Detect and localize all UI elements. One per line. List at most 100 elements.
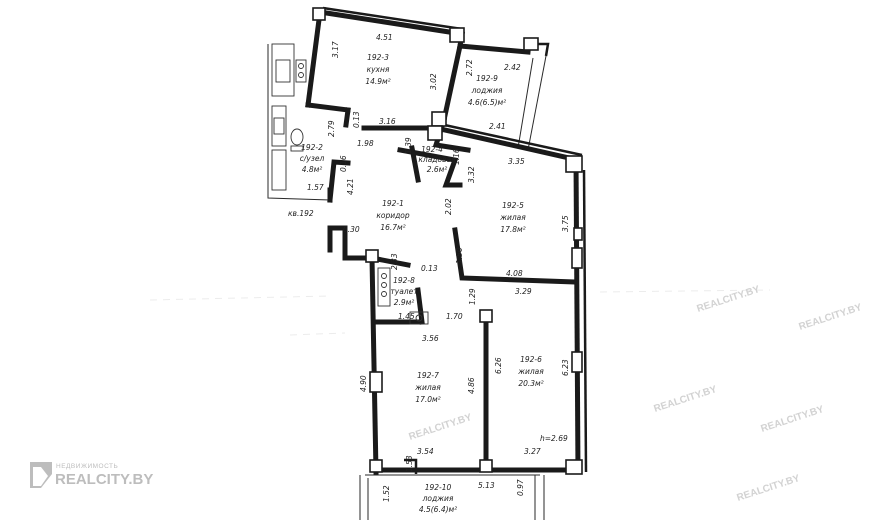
dimension-label: 1.16: [452, 148, 461, 165]
room-192-10: 192-10 лоджия 4.5(6.4)м²: [419, 483, 457, 514]
dimension-label: 1.39: [404, 137, 413, 154]
dimension-label: 3.75: [561, 215, 570, 232]
room-area: 14.9м²: [365, 77, 390, 86]
dimension-label: 3.54: [417, 447, 434, 456]
dimension-label: 2.72: [465, 59, 474, 76]
dimension-label: 2.33: [390, 253, 399, 270]
room-192-2: 192-2 с/узел 4.8м²: [300, 143, 325, 174]
room-area: 17.8м²: [500, 225, 525, 234]
dimension-label: 4.90: [359, 375, 368, 392]
kitchen-fixtures: [271, 43, 307, 97]
watermark-text: REALCITY.BY: [736, 473, 802, 504]
room-area: 17.0м²: [415, 395, 440, 404]
room-192-7: 192-7 жилая 17.0м²: [414, 371, 441, 404]
room-name: лоджия: [471, 86, 503, 95]
wall-bath-top: [305, 102, 351, 113]
room-192-9: 192-9 лоджия 4.6(6.5)м²: [468, 74, 506, 107]
dimension-label: 3.29: [515, 287, 532, 296]
room-name: кладовая: [418, 155, 456, 164]
room-id: 192-9: [476, 74, 498, 83]
room-192-4: 192-4 кладовая 2.6м²: [418, 145, 456, 174]
watermark-text: REALCITY.BY: [798, 302, 864, 333]
dimension-label: 1.53: [405, 455, 414, 472]
dimension-label: 1.45: [398, 312, 415, 321]
room-id: 192-10: [425, 483, 452, 492]
room-id: 192-6: [520, 355, 542, 364]
realcity-logo: НЕДВИЖИМОСТЬ REALCITY.BY: [30, 462, 153, 488]
room-id: 192-1: [382, 199, 404, 208]
room-192-5: 192-5 жилая 17.8м²: [499, 201, 526, 234]
room-area: 20.3м²: [518, 379, 543, 388]
dimension-label: 3.35: [508, 157, 525, 166]
dimension-label: 3.17: [331, 41, 340, 58]
room-id: 192-5: [502, 201, 524, 210]
room-192-6: 192-6 жилая 20.3м²: [517, 355, 544, 388]
columns: [312, 7, 583, 475]
room-labels: 192-3 кухня 14.9м² 192-9 лоджия 4.6(6.5)…: [300, 53, 544, 514]
room-name: жилая: [517, 367, 544, 376]
room-id: 192-4: [421, 145, 443, 154]
dimension-label: 4.08: [506, 269, 523, 278]
room-id: 192-7: [417, 371, 439, 380]
room-192-3: 192-3 кухня 14.9м²: [365, 53, 390, 86]
dimension-label: 0.97: [516, 479, 525, 496]
ghost-lines: [149, 289, 771, 336]
dimension-label: 3.32: [467, 166, 476, 183]
room-name: жилая: [414, 383, 441, 392]
dimension-label: 0.13: [352, 111, 361, 128]
dimension-label: 1.52: [382, 485, 391, 502]
watermark-text: REALCITY.BY: [760, 404, 826, 435]
wall-kitchen-top: [317, 9, 465, 37]
wall-outer-top-right: [433, 125, 581, 163]
room-area: 4.8м²: [302, 165, 323, 174]
wall-outer-right: [573, 157, 581, 475]
room-name: жилая: [499, 213, 526, 222]
dimension-label: 1.50: [455, 247, 464, 264]
dimension-label: 1.29: [468, 288, 477, 305]
watermark-text: REALCITY.BY: [653, 384, 719, 415]
dimension-label: 6.23: [561, 359, 570, 376]
room-area: 2.6м²: [427, 165, 448, 174]
ceiling-height-label: h=2.69: [540, 434, 568, 443]
dimension-label: 3.02: [429, 73, 438, 90]
room-name: кухня: [367, 65, 390, 74]
dimension-label: 4.86: [467, 377, 476, 394]
room-name: коридор: [376, 211, 410, 220]
room-area: 2.9м²: [394, 298, 415, 307]
toilet-fixtures: [377, 267, 429, 325]
dimension-label: 1.70: [446, 312, 463, 321]
room-id: 192-3: [367, 53, 389, 62]
room-area: 4.5(6.4)м²: [419, 505, 457, 514]
dimension-label: 2.02: [444, 198, 453, 215]
dimension-labels: 4.51 3.17 2.72 2.42 3.02 2.41 2.79 0.13 …: [307, 33, 570, 502]
dimension-label: 1.57: [307, 183, 324, 192]
dimension-label: 6.26: [494, 357, 503, 374]
dimension-label: 3.16: [379, 117, 396, 126]
walls: [267, 6, 588, 520]
dimension-label: 2.79: [327, 120, 336, 137]
dimension-label: 0.30: [343, 225, 360, 234]
room-name: с/узел: [300, 154, 325, 163]
dimension-label: 3.27: [524, 447, 541, 456]
wall-kitchen-left: [305, 9, 323, 108]
dimension-label: 3.56: [422, 334, 439, 343]
dimension-label: 4.51: [376, 33, 393, 42]
room-192-8: 192-8 туалет 2.9м²: [390, 276, 418, 307]
dimension-label: 5.13: [478, 481, 495, 490]
room-192-1: 192-1 коридор 16.7м²: [376, 199, 410, 232]
bathroom-fixtures: [271, 105, 304, 191]
logo-subtitle: НЕДВИЖИМОСТЬ: [56, 463, 118, 470]
watermark-text: REALCITY.BY: [696, 284, 762, 315]
dimension-label: 4.21: [346, 178, 355, 195]
room-name: туалет: [390, 287, 418, 296]
apartment-label: кв.192: [288, 209, 314, 218]
room-area: 16.7м²: [380, 223, 405, 232]
room-name: лоджия: [422, 494, 454, 503]
dimension-label: 0.16: [339, 155, 348, 172]
room-id: 192-2: [301, 143, 323, 152]
dimension-label: 0.13: [421, 264, 438, 273]
dimension-label: 1.98: [357, 139, 374, 148]
logo-title: REALCITY.BY: [55, 471, 153, 488]
dimension-label: 2.42: [504, 63, 521, 72]
